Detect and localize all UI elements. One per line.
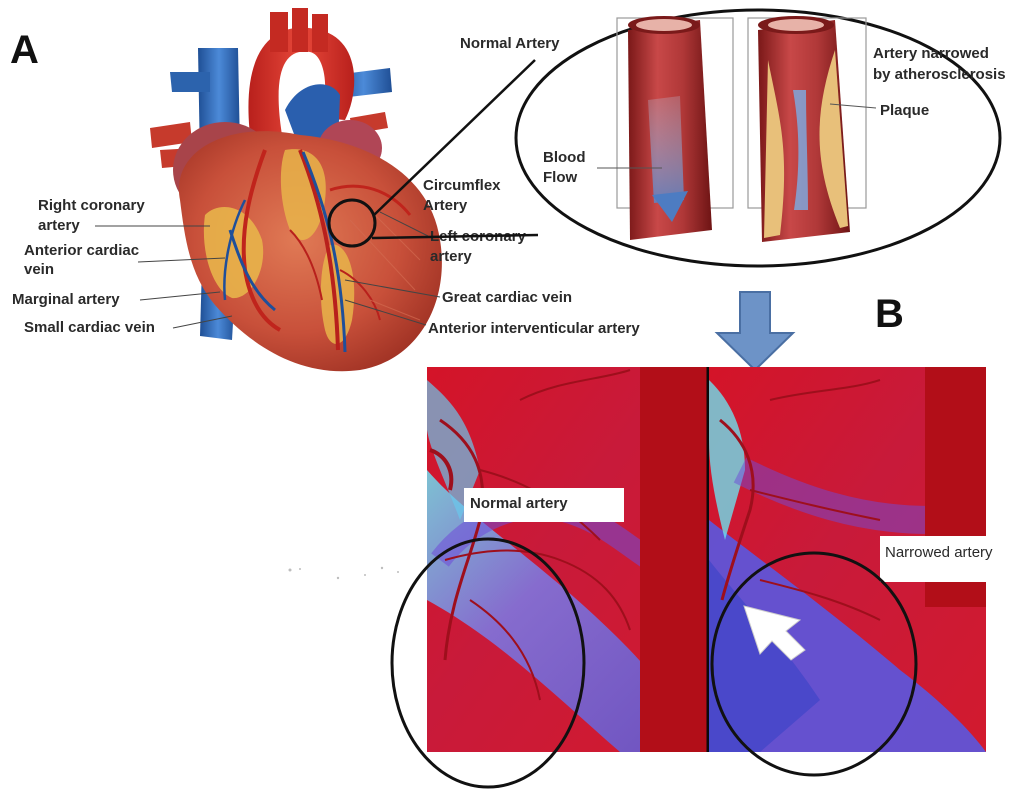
narrowed-artery-tube xyxy=(758,16,850,242)
label-narrowed-artery-2: by atherosclerosis xyxy=(873,66,1006,83)
artery-comparison: Normal Artery Artery narrowed by atheros… xyxy=(460,10,1006,266)
label-narrowed-artery-1: Artery narrowed xyxy=(873,45,989,62)
label-angio-normal: Normal artery xyxy=(470,495,568,512)
angiogram-normal xyxy=(427,367,707,752)
panel-label-b: B xyxy=(875,292,904,336)
label-marginal-artery: Marginal artery xyxy=(12,291,120,308)
label-normal-artery: Normal Artery xyxy=(460,35,560,52)
normal-artery-tube xyxy=(628,16,712,240)
label-anterior-cardiac-vein-1: Anterior cardiac xyxy=(24,242,139,259)
label-circumflex-artery-2: Artery xyxy=(423,197,468,214)
label-great-cardiac-vein: Great cardiac vein xyxy=(442,289,572,306)
down-arrow xyxy=(717,292,793,370)
label-left-coronary-artery-2: artery xyxy=(430,248,472,265)
background-specks xyxy=(289,567,400,579)
label-right-coronary-artery-1: Right coronary xyxy=(38,197,145,214)
label-anterior-cardiac-vein-2: vein xyxy=(24,261,54,278)
label-plaque: Plaque xyxy=(880,102,929,119)
label-blood-flow-1: Blood xyxy=(543,149,586,166)
label-circumflex-artery-1: Circumflex xyxy=(423,177,501,194)
label-blood-flow-2: Flow xyxy=(543,169,577,186)
panel-label-a: A xyxy=(10,28,39,72)
label-angio-narrowed: Narrowed artery xyxy=(885,544,993,561)
label-anterior-interventricular-artery: Anterior interventicular artery xyxy=(428,320,640,337)
label-small-cardiac-vein: Small cardiac vein xyxy=(24,319,155,336)
label-right-coronary-artery-2: artery xyxy=(38,217,80,234)
